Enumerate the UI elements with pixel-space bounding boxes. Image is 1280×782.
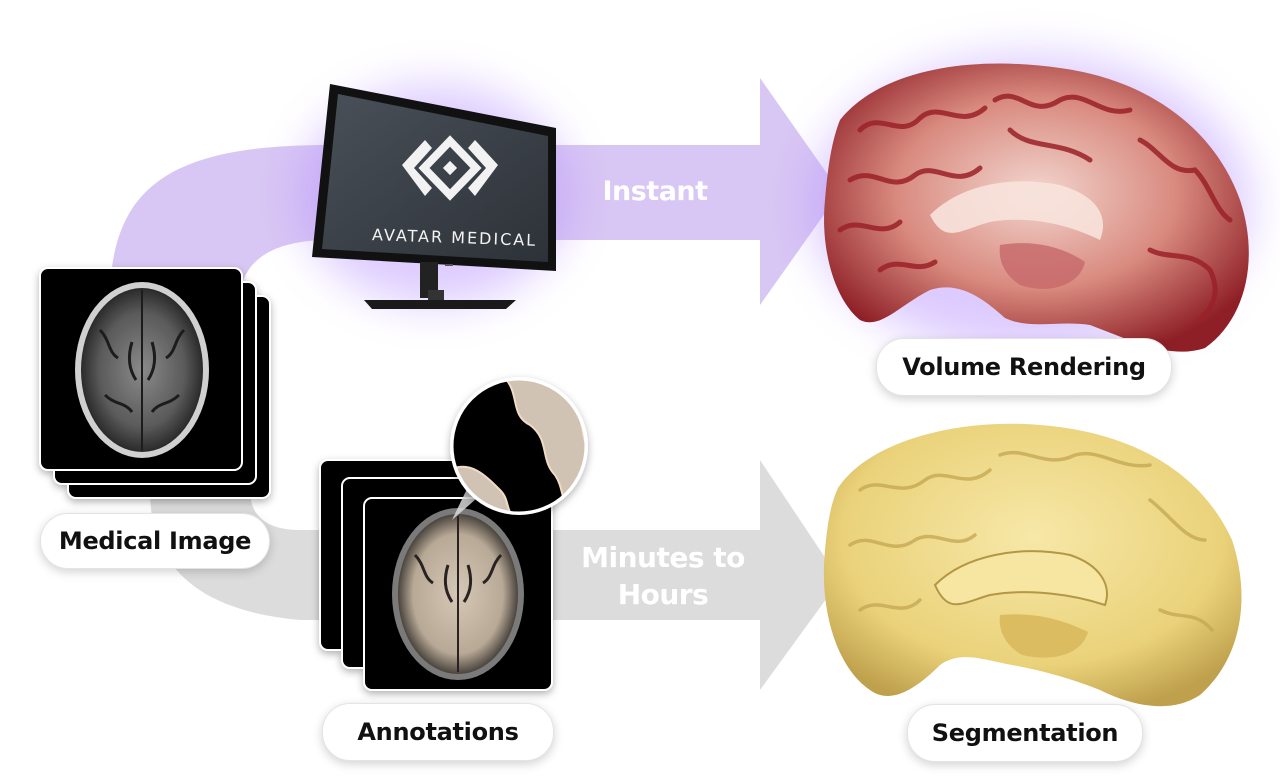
annotations-stack <box>319 459 553 691</box>
instant-label: Instant <box>602 176 708 207</box>
medical-image-stack <box>39 267 271 499</box>
medical-image-label: Medical Image <box>40 513 270 569</box>
volume-rendered-brain <box>824 63 1249 352</box>
avatar-medical-logo-icon <box>402 135 498 201</box>
segmentation-label: Segmentation <box>907 704 1143 762</box>
segmentation-brain <box>823 423 1242 707</box>
zoom-magnifier <box>450 377 588 515</box>
slow-label-line2: Hours <box>617 578 709 611</box>
volume-rendering-label: Volume Rendering <box>876 338 1172 396</box>
monitor <box>312 84 556 309</box>
slow-label-line1: Minutes to <box>581 541 745 574</box>
annotations-label: Annotations <box>322 703 554 761</box>
